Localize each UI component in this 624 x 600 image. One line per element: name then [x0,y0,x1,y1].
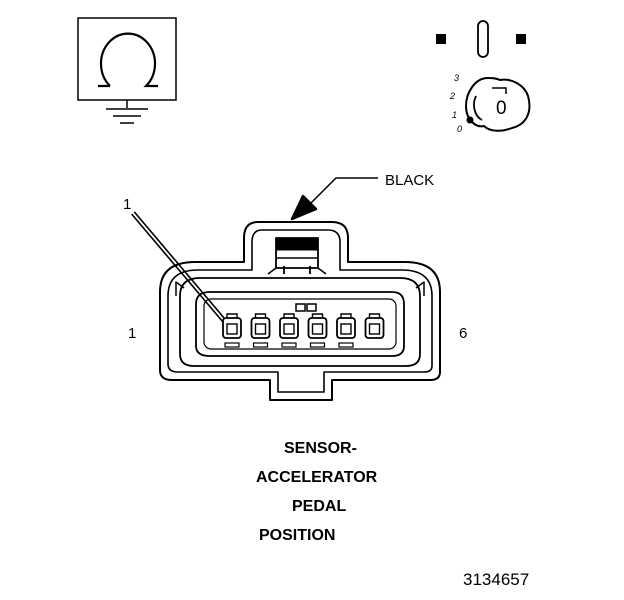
key-position-1: 1 [452,110,457,120]
connector-color-label: BLACK [385,172,434,189]
locking-tab [267,237,327,275]
key-position-0: 0 [457,124,462,134]
black-leader-arrow [290,177,378,221]
terminal-cavity [364,313,385,339]
ohm-ground-icon [77,17,177,124]
connector-body [159,221,441,401]
key-position-3: 3 [454,73,459,83]
title-line-1: SENSOR- [284,440,357,457]
terminal-cavity [279,313,299,348]
title-line-4: POSITION [259,527,336,544]
terminal-cavity [250,313,271,348]
figure-id: 3134657 [463,570,530,589]
callout-number: 1 [123,196,131,213]
terminal-cavity [222,313,242,348]
key-position-2: 2 [449,91,455,101]
title-line-2: ACCELERATOR [256,469,378,486]
terminal-cavity [336,313,356,348]
callout-leader-line [131,211,234,332]
terminal-cavity [307,313,328,348]
title-line-3: PEDAL [292,498,347,515]
left-pin-label: 1 [128,325,136,342]
terminal-cavities [222,313,385,348]
ignition-switch-icon [436,20,531,132]
right-pin-label: 6 [459,325,467,342]
keying-marks [295,303,317,312]
key-letter: 0 [496,98,507,119]
